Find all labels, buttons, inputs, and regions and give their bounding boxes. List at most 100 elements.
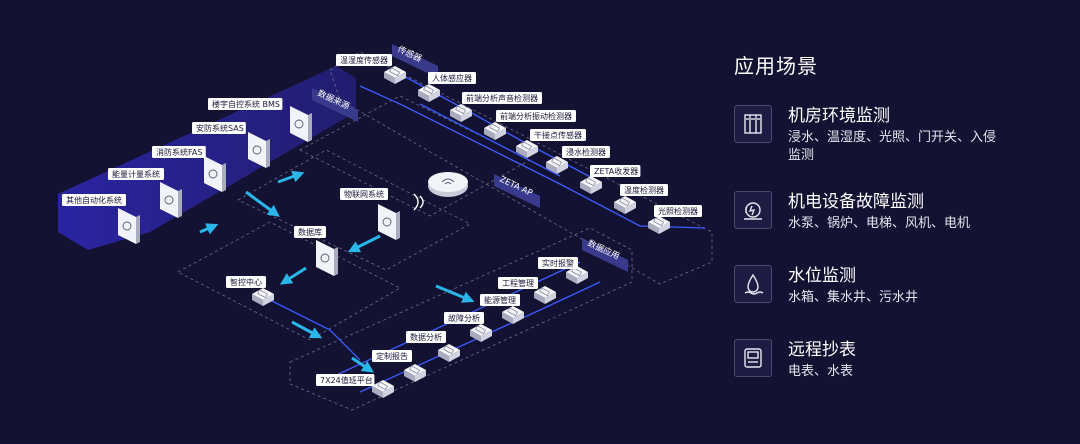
app-device-4-glyph <box>443 345 454 355</box>
source-device-1-side <box>266 139 270 168</box>
source-device-0-glyph <box>294 119 304 129</box>
sensor-label-6-bg <box>590 165 641 177</box>
source-device-3 <box>160 182 182 218</box>
iot-system-device-side <box>396 211 400 240</box>
app-device-4 <box>438 344 460 362</box>
database-device-face <box>316 240 334 276</box>
source-label-1-bg <box>192 122 246 134</box>
arrow-source-to-center-1 <box>245 190 280 217</box>
sensor-label-6-text: ZETA收发器 <box>594 166 638 176</box>
sensor-device-2-right <box>461 110 472 122</box>
app-device-4-right <box>449 350 460 362</box>
control-center-label: 智控中心 <box>226 276 266 288</box>
sensor-label-8-text: 光照检测器 <box>658 206 698 216</box>
app-device-1-left <box>534 292 545 304</box>
sensor-device-4-left <box>516 146 527 158</box>
sensor-device-3-right <box>495 128 506 140</box>
app-device-2 <box>502 306 524 324</box>
sensor-label-1: 人体感应器 <box>428 72 476 84</box>
center-zone-outline <box>237 149 471 271</box>
source-device-0-face <box>290 106 308 142</box>
control-center-device-right <box>263 294 274 306</box>
source-label-1-text: 安防系统SAS <box>196 123 244 133</box>
sensor-label-3: 前端分析振动检测器 <box>496 110 576 122</box>
scenario-title: 水位监测 <box>788 266 856 286</box>
database-device-glyph <box>320 253 330 263</box>
sensor-device-6 <box>580 176 602 194</box>
source-label-3-bg <box>108 168 164 180</box>
sensor-label-3-bg <box>496 110 576 122</box>
sensor-device-8-glyph <box>653 217 664 227</box>
sensor-device-2-left <box>450 110 461 122</box>
source-device-3-side <box>178 189 182 218</box>
sensor-device-1 <box>418 84 440 102</box>
meter-icon <box>734 339 772 377</box>
source-device-0 <box>290 106 312 142</box>
app-label-5-bg <box>372 350 412 362</box>
app-device-5-glyph <box>409 365 420 375</box>
app-label-2: 能源管理 <box>480 294 520 306</box>
iot-system-device-glyph <box>382 217 392 227</box>
app-label-5: 定制报告 <box>372 350 412 362</box>
sensor-label-4: 干接点传感器 <box>530 129 586 141</box>
sensor-device-1-right <box>429 90 440 102</box>
app-device-5-right <box>415 370 426 382</box>
source-device-1-face <box>248 132 266 168</box>
sensor-label-0-bg <box>336 54 392 66</box>
sensor-label-5-text: 浸水检测器 <box>566 147 606 157</box>
scenario-desc: 电表、水表 <box>788 364 854 379</box>
arrow-control-to-app <box>291 320 323 339</box>
app-label-3-text: 故障分析 <box>448 313 480 323</box>
source-label-2: 消防系统FAS <box>152 146 206 158</box>
arrow-source-to-center-2 <box>277 170 305 184</box>
database-device <box>316 240 338 276</box>
sensor-device-6-left <box>580 182 591 194</box>
source-label-3-text: 能量计量系统 <box>112 169 160 179</box>
source-device-4-glyph <box>122 221 132 231</box>
sensor-device-3-glyph <box>489 123 500 133</box>
app-label-2-text: 能源管理 <box>484 295 516 305</box>
sensor-label-1-bg <box>428 72 476 84</box>
zeta-ap-line <box>359 85 706 229</box>
control-center-label-text: 智控中心 <box>230 277 262 287</box>
app-device-1-glyph <box>539 287 550 297</box>
app-device-5-left <box>404 370 415 382</box>
app-label-1: 工程管理 <box>498 277 538 289</box>
sensor-device-7 <box>614 196 636 214</box>
sensor-label-6: ZETA收发器 <box>590 165 641 177</box>
iot-architecture-diagram: 传感器 数据来源 数据应用 ZETA AP 温湿度传感器人体感应器前端分析声音检… <box>58 44 713 411</box>
source-device-1 <box>248 132 270 168</box>
app-label-2-bg <box>480 294 520 306</box>
app-label-6-bg <box>316 374 375 386</box>
source-device-4-side <box>136 215 140 244</box>
iot-system-device <box>378 204 400 240</box>
panel-title: 应用场景 <box>734 54 818 78</box>
app-device-6-glyph <box>377 381 388 391</box>
app-label-1-bg <box>498 277 538 289</box>
app-label-6-text: 7X24值班平台 <box>320 375 373 385</box>
app-device-4-left <box>438 350 449 362</box>
sensor-device-6-right <box>591 182 602 194</box>
arrow-zeta-to-app <box>435 284 475 303</box>
arrow-source-left <box>199 223 219 235</box>
sensor-device-8-right <box>659 222 670 234</box>
source-device-2-glyph <box>208 169 218 179</box>
scenario-desc: 浸水、温湿度、光照、门开关、入侵监测 <box>788 130 997 163</box>
scenario-title: 机电设备故障监测 <box>788 192 924 212</box>
scenario-remote-meter: 远程抄表 电表、水表 <box>734 335 1064 409</box>
app-line-2 <box>359 281 601 393</box>
sensor-label-0: 温湿度传感器 <box>336 54 392 66</box>
scenario-title: 远程抄表 <box>788 340 856 360</box>
app-label-5-text: 定制报告 <box>376 351 408 361</box>
iot-system-label-text: 物联网系统 <box>344 189 384 199</box>
arrow-network-to-db <box>347 234 381 253</box>
sensor-device-1-glyph <box>423 85 434 95</box>
database-label-bg <box>294 226 326 238</box>
sensor-device-8-left <box>648 222 659 234</box>
database-label: 数据库 <box>294 226 326 238</box>
sensor-label-1-text: 人体感应器 <box>432 73 472 83</box>
sensor-zone-outline <box>329 51 713 285</box>
source-device-4-face <box>118 208 136 244</box>
app-label-4: 数据分析 <box>406 331 446 343</box>
